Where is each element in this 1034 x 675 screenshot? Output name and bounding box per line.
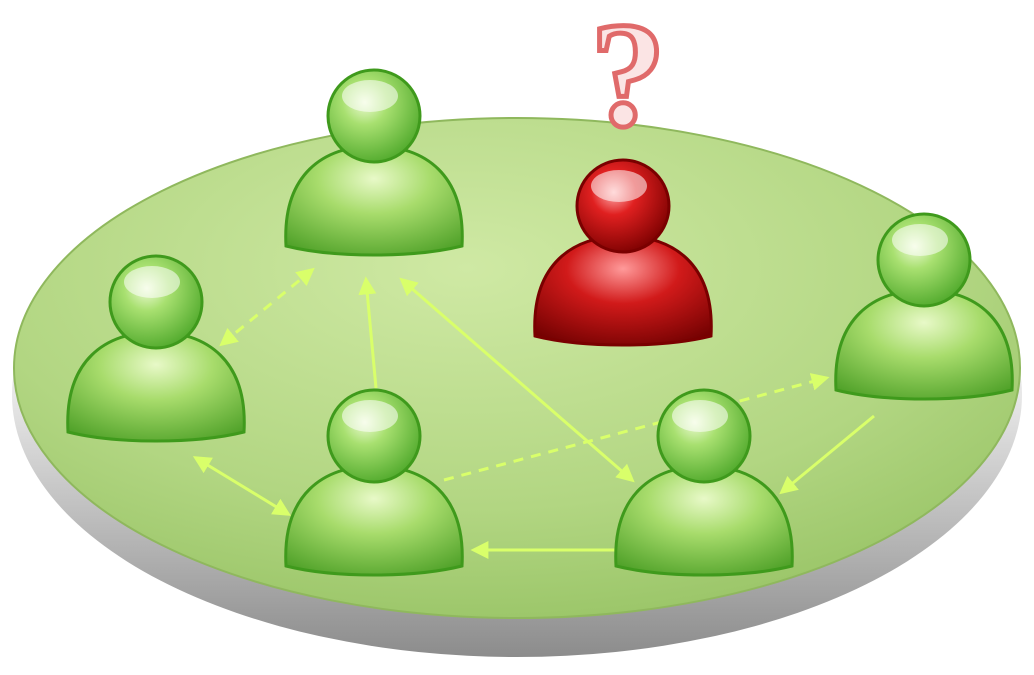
person-head-highlight	[342, 400, 398, 432]
person-head-highlight	[591, 170, 647, 202]
question-mark: ?	[591, 0, 666, 158]
person-head-highlight	[342, 80, 398, 112]
person-head-highlight	[892, 224, 948, 256]
person-head-highlight	[124, 266, 180, 298]
person-head-highlight	[672, 400, 728, 432]
